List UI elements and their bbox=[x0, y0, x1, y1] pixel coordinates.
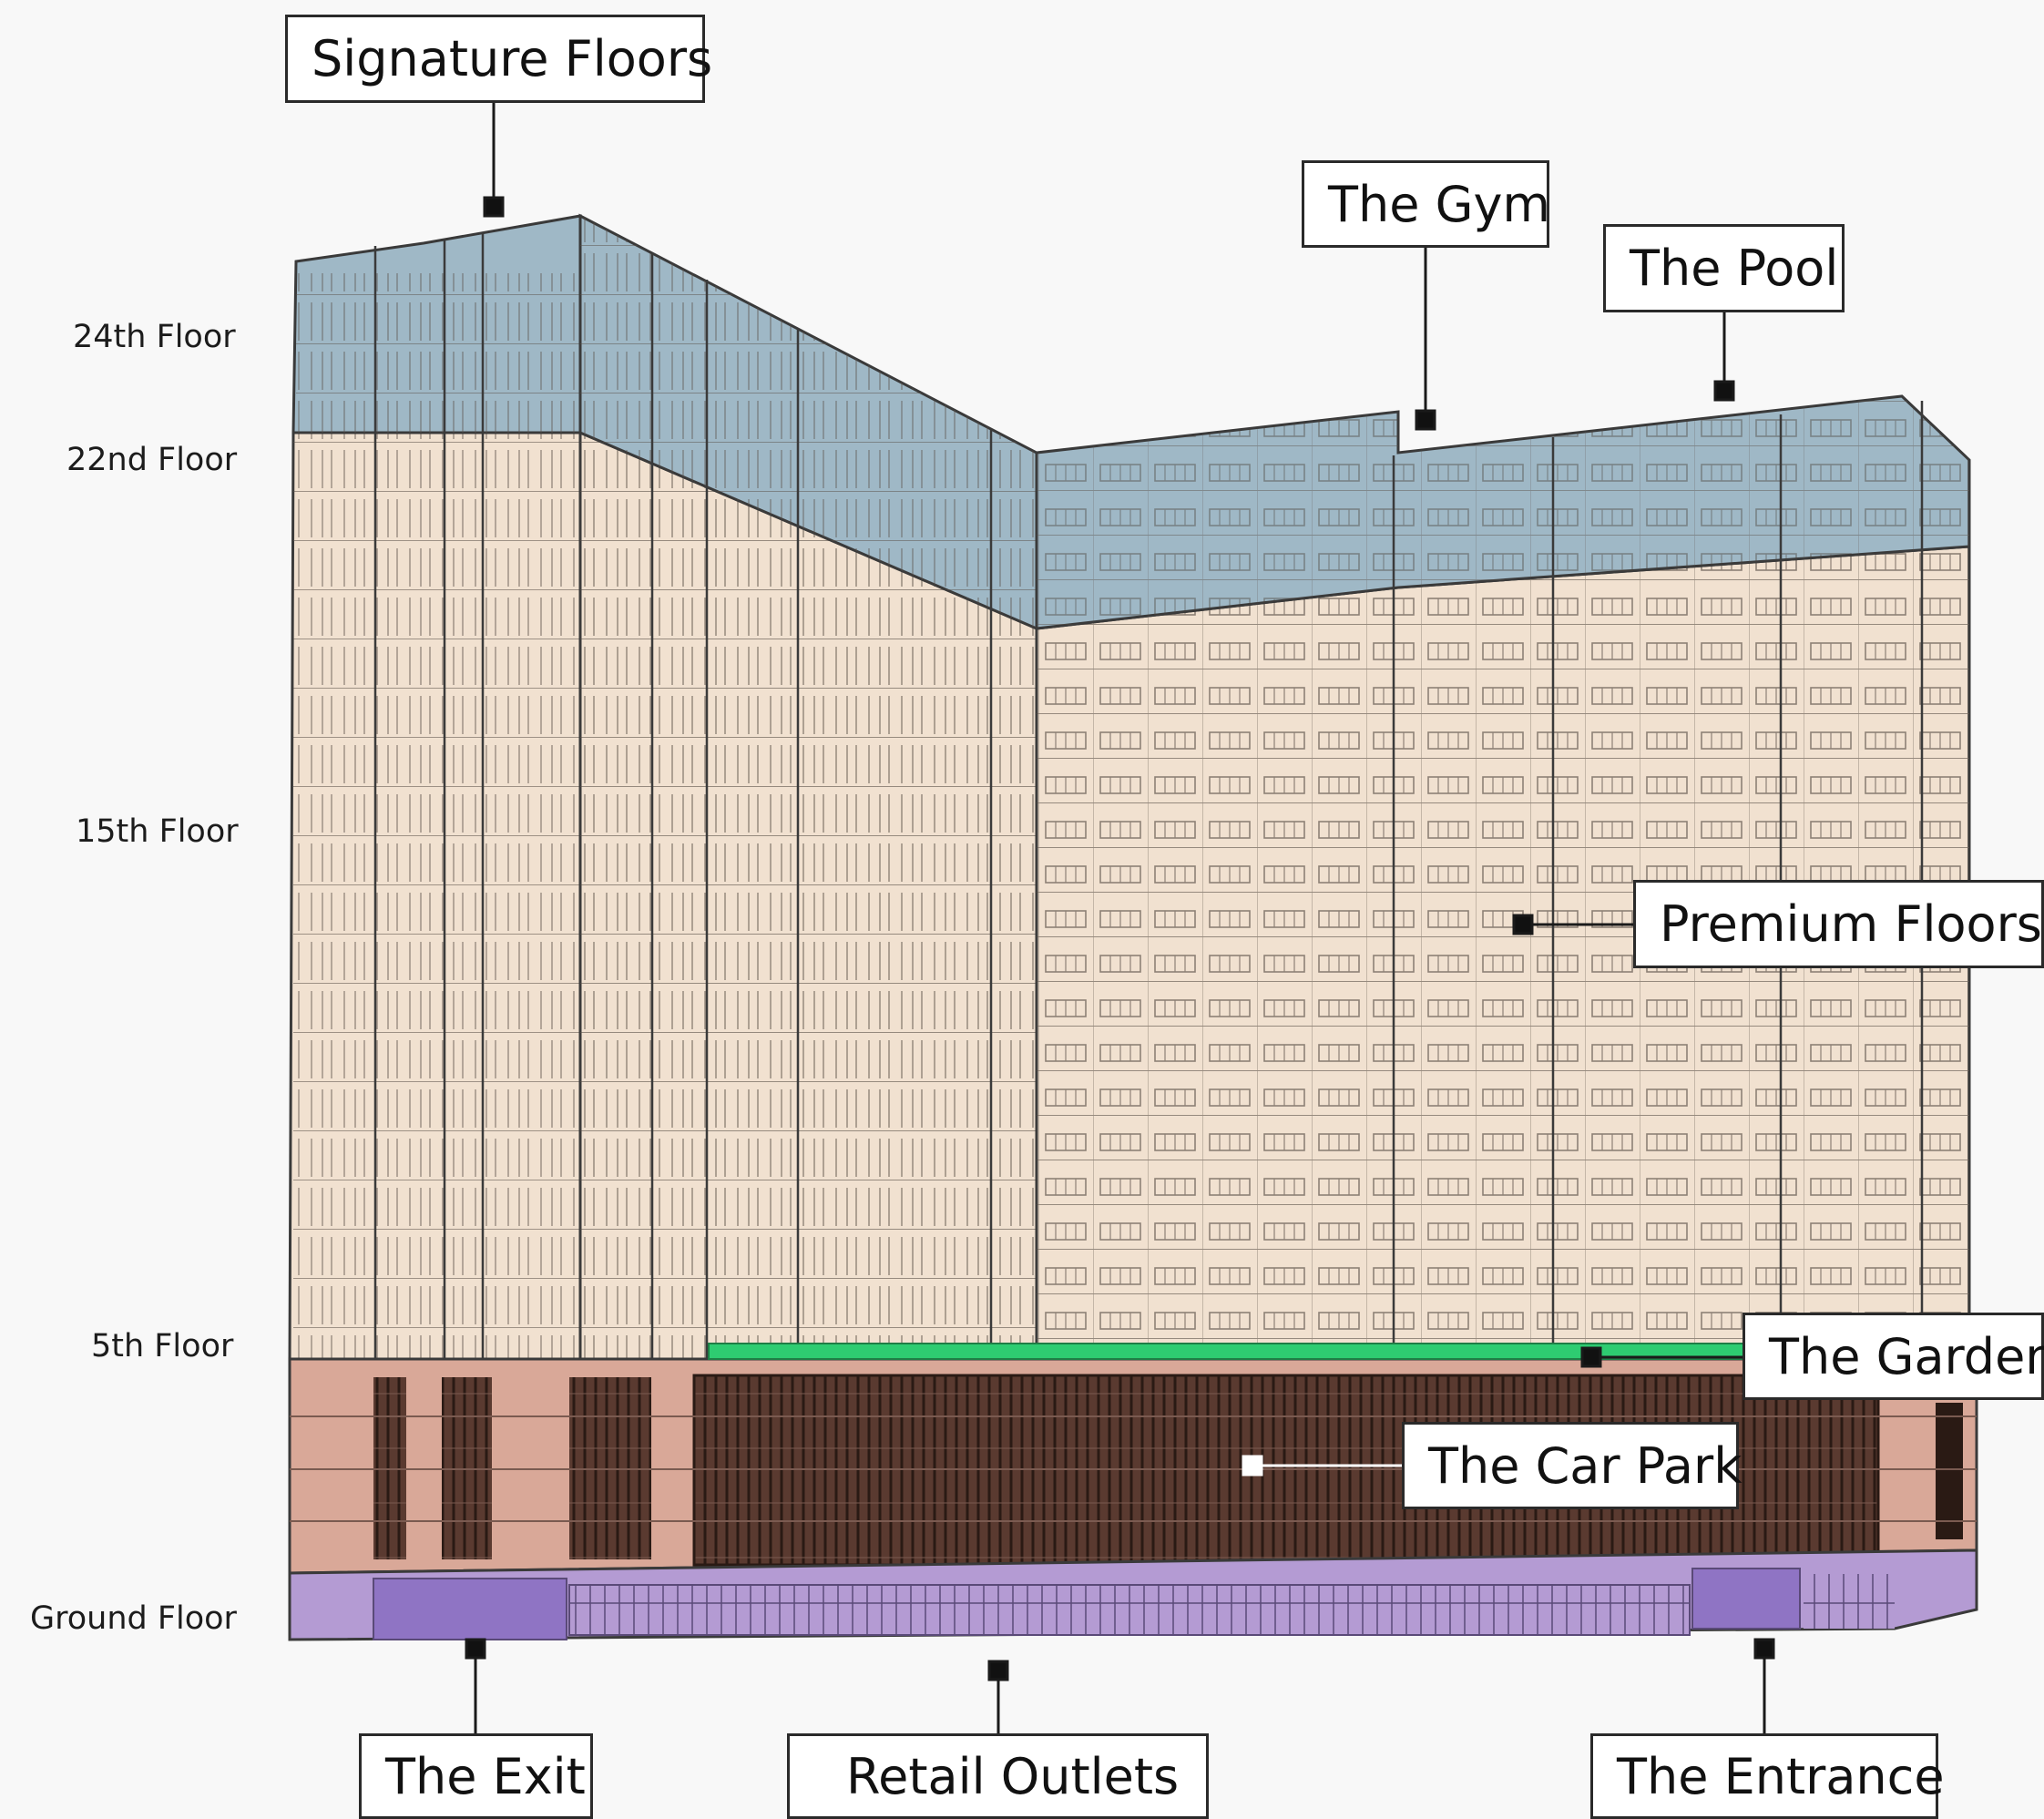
exit-marker bbox=[465, 1638, 486, 1660]
callout-garden: The Garden bbox=[1743, 1313, 2044, 1400]
premium-marker bbox=[1512, 914, 1534, 935]
callout-premium-floors: Premium Floors bbox=[1633, 880, 2044, 968]
entrance-marker bbox=[1753, 1638, 1775, 1660]
floor-label-5: 5th Floor bbox=[91, 1328, 234, 1364]
entrance-doors bbox=[1691, 1568, 1801, 1630]
callout-exit: The Exit bbox=[359, 1733, 593, 1819]
carpark-marker bbox=[1242, 1455, 1263, 1477]
facade-columns bbox=[373, 234, 1924, 1364]
garden-marker bbox=[1580, 1346, 1602, 1368]
callout-pool: The Pool bbox=[1603, 224, 1845, 312]
callout-leaders bbox=[465, 103, 1775, 1733]
floor-label-24: 24th Floor bbox=[73, 319, 236, 355]
retail-marker bbox=[987, 1660, 1009, 1681]
callout-entrance: The Entrance bbox=[1590, 1733, 1945, 1819]
callout-retail-outlets: Retail Outlets bbox=[787, 1733, 1209, 1819]
callout-car-park: The Car Park bbox=[1402, 1422, 1742, 1509]
pool-marker bbox=[1713, 380, 1735, 402]
floor-label-ground: Ground Floor bbox=[30, 1600, 237, 1637]
gym-marker bbox=[1415, 409, 1436, 431]
left-tower-windows bbox=[293, 433, 580, 1362]
callout-gym: The Gym bbox=[1302, 160, 1550, 248]
floor-label-15: 15th Floor bbox=[76, 813, 239, 850]
callout-signature-floors: Signature Floors bbox=[285, 15, 712, 103]
floor-label-22: 22nd Floor bbox=[66, 442, 238, 478]
exit-doors bbox=[373, 1578, 567, 1640]
signature-marker bbox=[483, 196, 505, 218]
